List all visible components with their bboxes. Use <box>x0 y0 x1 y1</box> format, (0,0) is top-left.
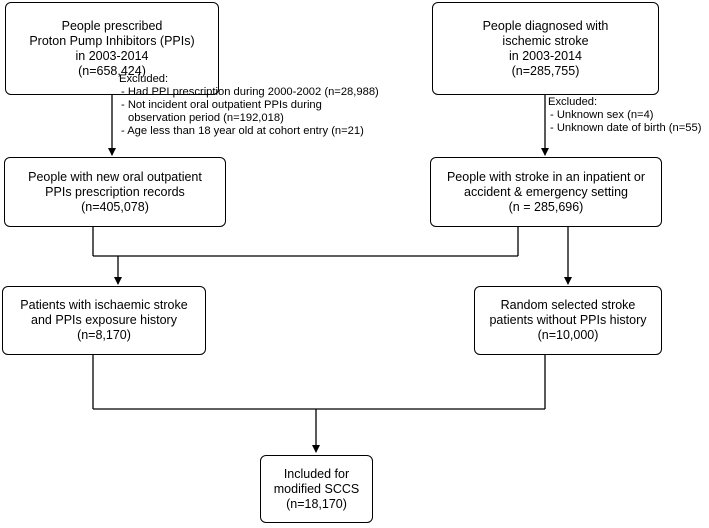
exclusion-title: Excluded: <box>119 73 169 85</box>
exclusion-right: Excluded: - Unknown sex (n=4) - Unknown … <box>548 96 701 135</box>
exclusion-left: Excluded: - Had PPI prescription during … <box>119 73 379 138</box>
exclusion-title: Excluded: <box>548 96 598 108</box>
box-included: Included for modified SCCS (n=18,170) <box>260 455 373 523</box>
box-line: People with stroke in an inpatient or <box>446 169 646 184</box>
box-line: Patients with ischaemic stroke <box>20 298 188 312</box>
box-line: (n=658,424) <box>78 63 146 78</box>
box-line: Included for <box>283 466 350 481</box>
box-ppi-prescribed: People prescribed Proton Pump Inhibitors… <box>5 2 219 95</box>
box-line: (n=8,170) <box>77 328 131 342</box>
box-stroke-diagnosed: People diagnosed with ischemic stroke in… <box>432 2 659 95</box>
box-stroke-setting: People with stroke in an inpatient or ac… <box>430 157 662 227</box>
box-line: People prescribed <box>61 18 163 33</box>
box-line: (n = 285,696) <box>508 199 584 214</box>
exclusion-item: observation period (n=192,018) <box>128 112 284 124</box>
exclusion-item: - Unknown sex (n=4) <box>550 109 654 121</box>
box-line: in 2003-2014 <box>75 48 149 63</box>
box-line: (n=10,000) <box>537 328 599 342</box>
box-line: (n=285,755) <box>511 63 580 78</box>
box-line: accident & emergency setting <box>464 184 628 199</box>
exclusion-item: - Age less than 18 year old at cohort en… <box>121 125 364 137</box>
box-line: PPIs prescription records <box>45 184 185 199</box>
box-line: Random selected stroke <box>500 298 636 312</box>
box-line: modified SCCS <box>273 481 360 496</box>
box-line: People with new oral outpatient <box>28 169 202 184</box>
box-stroke-ppi-history: Patients with ischaemic stroke and PPIs … <box>2 286 206 355</box>
box-line: People diagnosed with <box>482 18 609 33</box>
box-random-stroke: Random selected stroke patients without … <box>474 286 662 355</box>
box-line: in 2003-2014 <box>509 48 582 63</box>
box-new-ppi: People with new oral outpatient PPIs pre… <box>4 157 226 227</box>
box-line: and PPIs exposure history <box>31 313 177 327</box>
exclusion-item: - Not incident oral outpatient PPIs duri… <box>121 99 322 111</box>
box-line: (n=18,170) <box>286 496 347 511</box>
box-line: (n=405,078) <box>81 199 149 214</box>
exclusion-item: - Unknown date of birth (n=55) <box>550 122 702 134</box>
exclusion-item: - Had PPI prescription during 2000-2002 … <box>121 86 379 98</box>
box-line: Proton Pump Inhibitors (PPIs) <box>29 33 195 48</box>
box-line: ischemic stroke <box>502 33 589 48</box>
box-line: patients without PPIs history <box>489 313 647 327</box>
